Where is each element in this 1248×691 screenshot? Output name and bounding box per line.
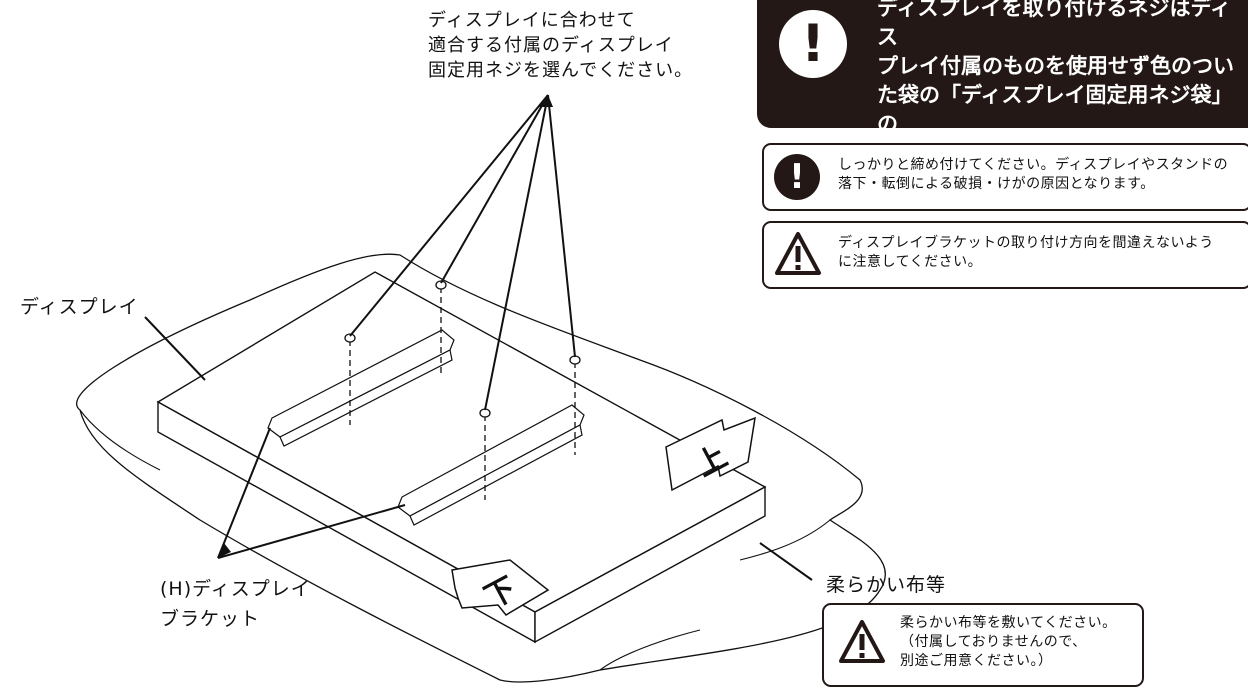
direction-note: ディスプレイブラケットの取り付け方向を間違えないよう に注意してください。 bbox=[762, 221, 1248, 289]
leader-arrowhead bbox=[218, 543, 231, 558]
tighten-note: ! しっかりと締め付けてください。ディスプレイやスタンドの 落下・転倒による破損… bbox=[762, 143, 1248, 211]
down-arrow-icon bbox=[451, 559, 550, 616]
leader-lines bbox=[144, 94, 813, 581]
leader-arrowhead bbox=[538, 95, 553, 107]
exclamation-icon: ! bbox=[779, 10, 847, 78]
exclamation-circle-icon: ! bbox=[774, 154, 820, 200]
display-callout: ディスプレイ bbox=[20, 296, 139, 318]
main-warning-panel: ! ディスプレイを取り付けるネジはディス プレイ付属のものを使用せず色のつい た… bbox=[757, 0, 1248, 165]
warning-triangle-icon bbox=[839, 620, 885, 663]
cloth-callout: 柔らかい布等 bbox=[826, 574, 947, 596]
cloth-note: 柔らかい布等を敷いてください。 （付属しておりませんので、 別途ご用意ください。… bbox=[822, 603, 1144, 687]
cloth-note-text: 柔らかい布等を敷いてください。 （付属しておりませんので、 別途ご用意ください。… bbox=[900, 615, 1117, 669]
direction-note-text: ディスプレイブラケットの取り付け方向を間違えないよう に注意してください。 bbox=[838, 235, 1214, 270]
screw-callout: ディスプレイに合わせて 適合する付属のディスプレイ 固定用ネジを選んでください。 bbox=[428, 10, 694, 81]
screws bbox=[344, 280, 581, 500]
tighten-note-text: しっかりと締め付けてください。ディスプレイやスタンドの 落下・転倒による破損・け… bbox=[838, 157, 1229, 192]
up-arrow-icon bbox=[665, 416, 756, 492]
bracket-callout: (H)ディスプレイ ブラケット bbox=[160, 578, 311, 630]
warning-triangle-icon bbox=[775, 232, 821, 275]
display-bracket bbox=[267, 329, 585, 526]
soft-cloth bbox=[75, 253, 887, 683]
